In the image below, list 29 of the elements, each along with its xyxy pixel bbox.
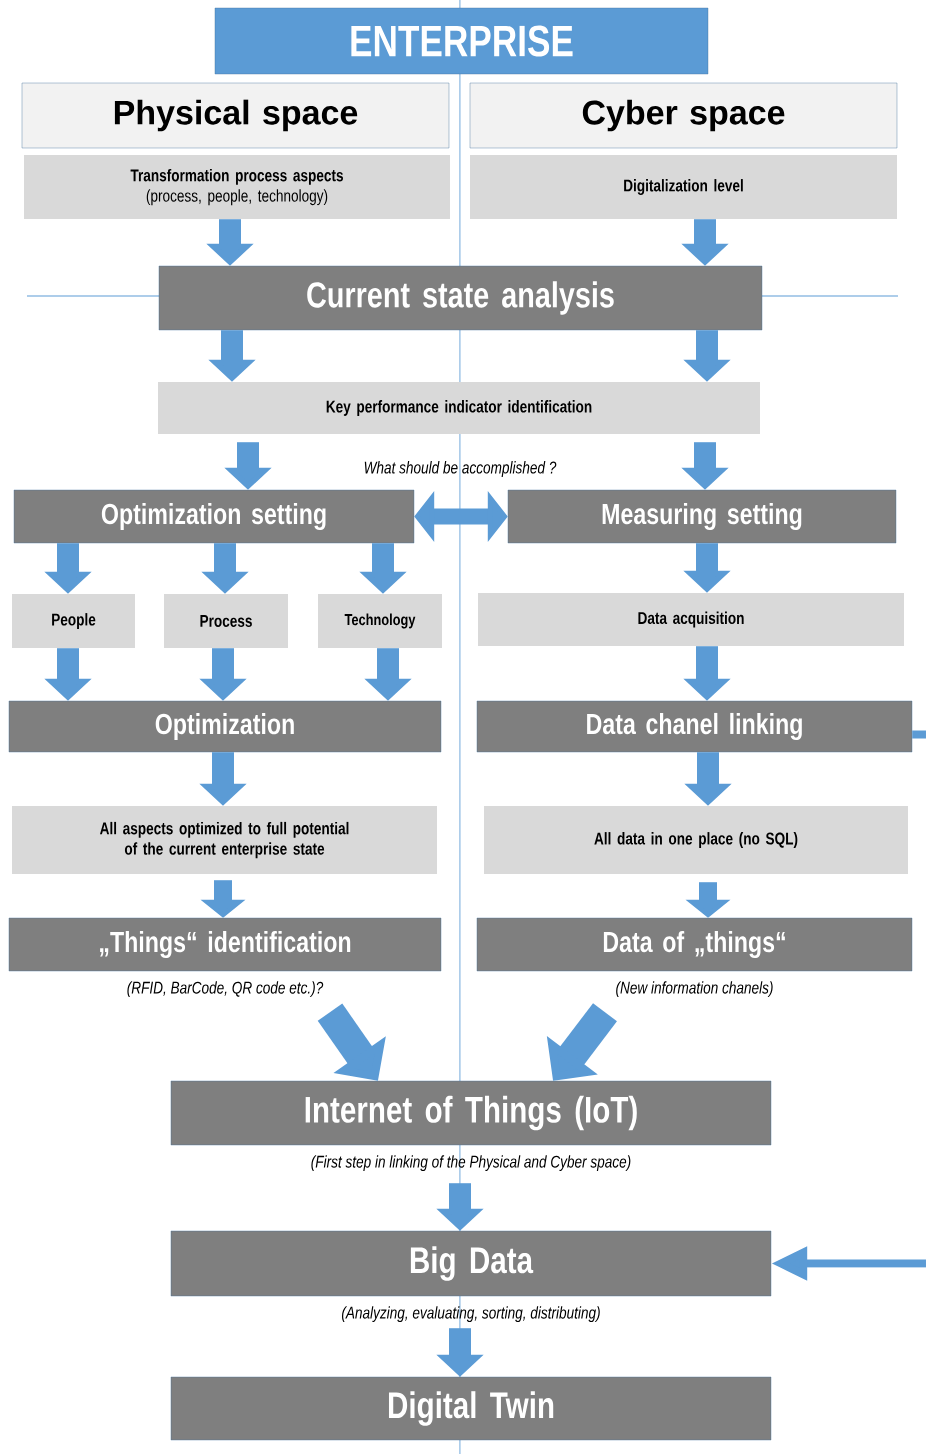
arrow [414, 491, 508, 543]
process-box: People [12, 594, 135, 648]
process-box: Internet of Things (IoT) [170, 1080, 772, 1146]
process-box: Current state analysis [158, 265, 763, 331]
note-text: What should be accomplished ? [364, 461, 557, 477]
process-box: Data acquisition [478, 593, 904, 646]
process-box: Key performance indicator identification [158, 382, 760, 434]
process-box: All data in one place (no SQL) [484, 806, 908, 874]
process-box: Optimization setting [13, 489, 415, 544]
process-box: Digital Twin [170, 1376, 772, 1441]
process-box: Technology [318, 594, 442, 648]
process-box: Data chanel linking [476, 700, 913, 753]
caption-text: (Analyzing, evaluating, sorting, distributing) [342, 1306, 600, 1323]
process-box: Optimization [8, 700, 442, 753]
caption-text: (RFID, BarCode, QR code etc.)? [127, 981, 324, 998]
process-box: „Things“ identification [8, 917, 442, 972]
process-box: All aspects optimized to full potential of the current enterprise state [12, 806, 437, 874]
process-box: Transformation process aspects (process, people, technology) [24, 155, 450, 219]
process-box: Data of „things“ [476, 917, 913, 972]
header-box: Cyber space [469, 82, 898, 149]
process-box: Measuring setting [507, 489, 897, 544]
caption-text: (First step in linking of the Physical and Cyber space) [311, 1155, 631, 1172]
process-box: Process [164, 594, 288, 648]
process-box: Digitalization level [470, 155, 897, 219]
arrow [317, 1003, 386, 1081]
caption-text: (New information chanels) [616, 981, 773, 998]
header-box: Physical space [21, 82, 450, 149]
process-box: Big Data [170, 1230, 772, 1297]
title-banner: ENTERPRISE [214, 7, 709, 75]
